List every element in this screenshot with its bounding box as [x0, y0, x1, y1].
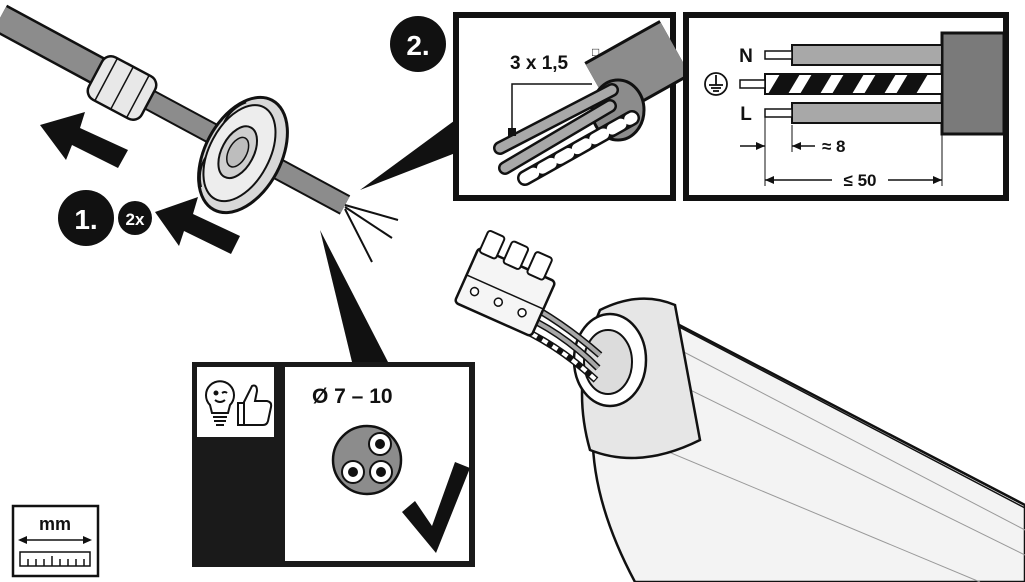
step2-label: 2. — [406, 30, 429, 61]
lightbulb-thumbs-up-icon — [205, 380, 273, 426]
luminaire — [572, 297, 1025, 582]
dimension-panel: N L ≈ 8 ≤ 50 — [683, 12, 1009, 201]
gland-ring — [197, 95, 289, 215]
push-arrow-bottom — [155, 197, 240, 254]
unit-label: mm — [39, 514, 71, 534]
repeat-label: 2x — [126, 210, 145, 229]
wire-ground — [739, 73, 943, 95]
step1-badge: 1. — [58, 190, 114, 246]
checkmark-icon — [402, 462, 470, 553]
section-unit-label: □ — [592, 45, 599, 59]
main-cable — [0, 4, 351, 215]
cable-cross-section-icon — [331, 424, 403, 496]
total-length-dimension: ≤ 50 — [765, 171, 942, 190]
step2-badge: 2. — [390, 16, 446, 72]
cable-section-label: 3 x 1,5 — [510, 53, 569, 74]
step2-panel: 3 x 1,5 □ — [453, 12, 691, 201]
diameter-panel: Ø 7 – 10 — [192, 362, 475, 567]
double-arrow-icon — [18, 536, 92, 544]
strip-length-label: ≈ 8 — [822, 137, 846, 156]
wire-neutral — [764, 44, 943, 66]
ground-symbol-icon — [704, 72, 728, 96]
gland-nut — [86, 54, 158, 122]
strip-length-dimension: ≈ 8 — [740, 137, 846, 156]
terminal-connector — [454, 230, 556, 337]
dimension-extension-lines — [764, 112, 943, 186]
callout-wedge-bottom — [320, 230, 388, 362]
cable-wires-end — [344, 204, 399, 263]
neutral-label: N — [739, 46, 753, 67]
unit-box: mm — [11, 504, 100, 578]
live-label: L — [740, 104, 752, 125]
ruler-icon — [19, 551, 91, 567]
callout-wedge-top — [360, 118, 458, 190]
terminal-block — [940, 31, 1006, 136]
cable-diameter-label: Ø 7 – 10 — [312, 385, 393, 408]
total-length-label: ≤ 50 — [844, 171, 877, 190]
repeat-badge: 2x — [118, 201, 152, 235]
wire-live — [764, 102, 943, 124]
step2-wires — [493, 83, 640, 186]
step1-label: 1. — [74, 204, 97, 235]
push-arrow-top — [40, 112, 128, 168]
